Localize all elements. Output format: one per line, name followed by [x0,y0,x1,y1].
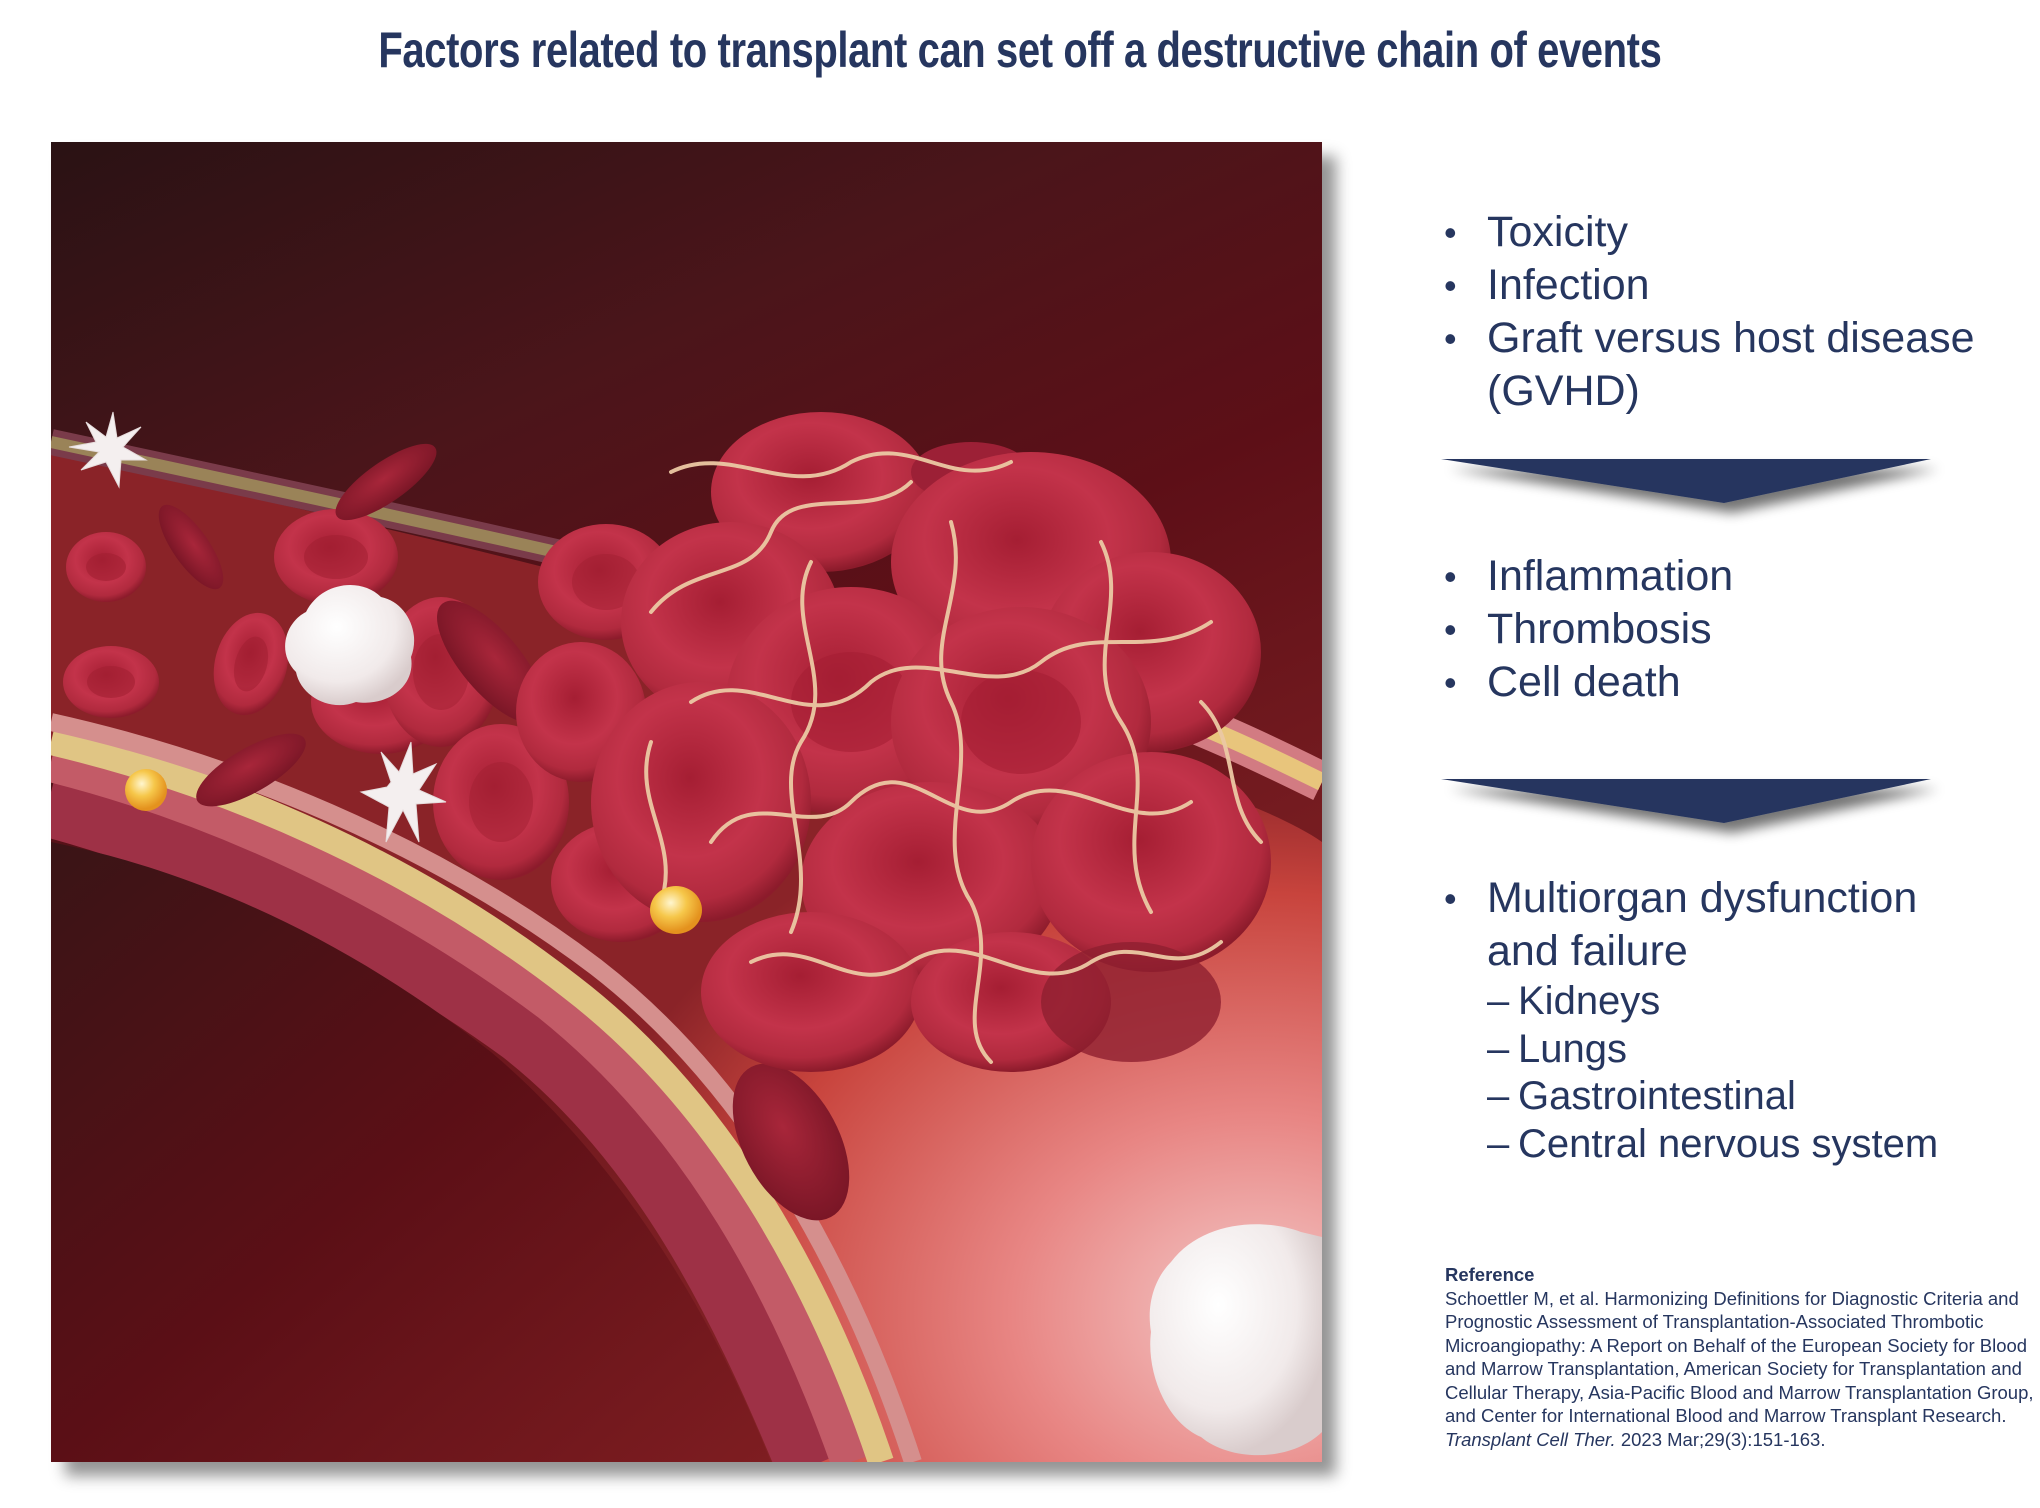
chevron-down-arrow-icon [1441,779,1931,823]
clot-cluster [591,412,1271,1072]
list-item-text: Thrombosis [1487,605,1712,653]
page-title: Factors related to transplant can set of… [0,18,2040,82]
reference-heading: Reference [1445,1264,1535,1285]
bullet-icon: • [1444,878,1457,919]
particle [650,886,702,934]
sublist-item-text: Lungs [1518,1026,1627,1071]
list-item: • Thrombosis [1440,603,2020,656]
dash-icon: – [1487,1121,1510,1166]
reference-block: Reference Schoettler M, et al. Harmonizi… [1445,1263,2035,1451]
list-item: • Toxicity [1440,206,2020,259]
dash-icon: – [1487,1026,1510,1071]
platelet [68,411,447,843]
flow-arrow-2 [1441,779,1931,827]
reference-text: Schoettler M, et al. Harmonizing Definit… [1445,1287,2035,1452]
list-item-text: Toxicity [1487,208,1628,256]
list-item-text: Graft versus host disease (GVHD) [1487,314,1975,415]
outcomes-list: • Multiorgan dysfunction and failure – K… [1440,872,2020,1168]
stage-3-outcomes: • Multiorgan dysfunction and failure – K… [1440,872,2020,1168]
bullet-icon: • [1444,318,1457,359]
list-item: • Infection [1440,259,2020,312]
list-item: • Graft versus host disease (GVHD) [1440,312,2020,418]
white-blood-cell [1149,1224,1322,1456]
white-blood-cell [285,585,415,706]
list-item-text: Inflammation [1487,552,1734,600]
bullet-icon: • [1444,212,1457,253]
reference-citation: 2023 Mar;29(3):151-163. [1615,1428,1826,1450]
bullet-icon: • [1444,265,1457,306]
list-item: • Cell death [1440,656,2020,709]
mechanisms-list: • Inflammation • Thrombosis • Cell death [1440,550,2020,709]
sublist-item: – Lungs [1487,1026,1960,1074]
dash-icon: – [1487,1074,1510,1118]
list-item: • Multiorgan dysfunction and failure – K… [1440,872,2020,1168]
list-item-text: Multiorgan dysfunction and failure [1487,874,1918,975]
stage-1-causes: • Toxicity • Infection • Graft versus ho… [1440,206,2020,418]
causes-list: • Toxicity • Infection • Graft versus ho… [1440,206,2020,418]
bullet-icon: • [1444,609,1457,650]
sublist-item-text: Kidneys [1518,979,1661,1023]
sublist-item: – Gastrointestinal [1487,1073,1960,1121]
list-item-text: Cell death [1487,658,1681,706]
sublist-item: – Kidneys [1487,978,1960,1026]
flow-arrow-1 [1441,459,1931,507]
bullet-icon: • [1444,662,1457,703]
reference-journal: Transplant Cell Ther. [1445,1428,1616,1450]
sublist-item-text: Gastrointestinal [1518,1074,1796,1118]
organ-sublist: – Kidneys – Lungs – Gastrointestinal – C… [1487,978,1960,1168]
list-item: • Inflammation [1440,550,2020,603]
dash-icon: – [1487,979,1510,1023]
particle [125,769,167,811]
bullet-icon: • [1444,556,1457,597]
blood-vessel-clot-image [51,411,1322,1462]
blood-clot-illustration [51,142,1322,1462]
sublist-item-text: Central nervous system [1518,1121,1939,1166]
stage-2-mechanisms: • Inflammation • Thrombosis • Cell death [1440,550,2020,709]
sublist-item: – Central nervous system [1487,1121,1960,1169]
reference-body: Schoettler M, et al. Harmonizing Definit… [1445,1287,2034,1427]
chevron-down-arrow-icon [1441,459,1931,503]
list-item-text: Infection [1487,261,1650,309]
page-title-text: Factors related to transplant can set of… [378,22,1662,78]
